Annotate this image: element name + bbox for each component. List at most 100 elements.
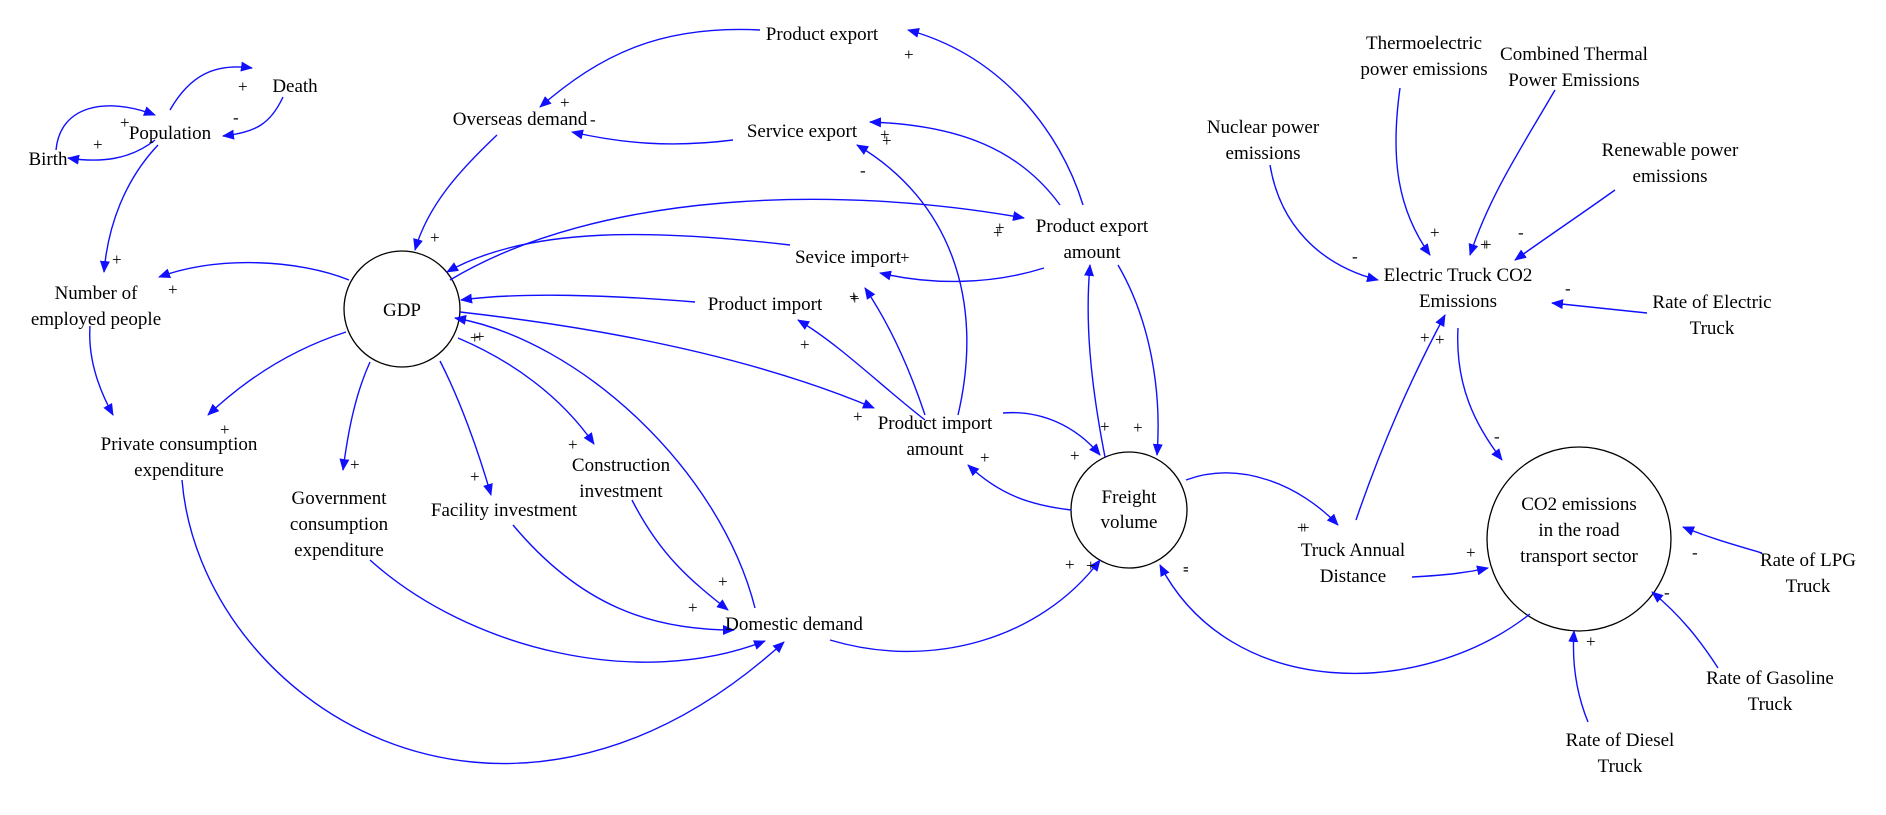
- polarity-sign: +: [1070, 446, 1080, 465]
- polarity-sign: -: [1664, 583, 1670, 602]
- link-nuclear-electric: [1269, 164, 1379, 283]
- link-lpg-co2: [1682, 526, 1763, 554]
- service-import-label[interactable]: Sevice import: [795, 247, 902, 268]
- link-combined-electric: [1468, 89, 1556, 256]
- polarity-sign: +: [718, 572, 728, 591]
- service-export-label[interactable]: Service export: [747, 121, 858, 142]
- population-label[interactable]: Population: [129, 123, 212, 144]
- link-co2-freight: [1159, 564, 1531, 675]
- polarity-sign: +: [238, 77, 248, 96]
- polarity-sign: -: [590, 110, 596, 129]
- link-population-death: [169, 61, 253, 111]
- polarity-sign: +: [880, 125, 890, 144]
- link-arrows: [55, 28, 1763, 765]
- polarity-sign: +: [993, 223, 1003, 242]
- polarity-sign: +: [568, 435, 578, 454]
- polarity-sign: -: [1565, 279, 1571, 298]
- overseas-demand-label[interactable]: Overseas demand: [453, 109, 588, 130]
- polarity-sign: +: [93, 135, 103, 154]
- polarity-sign: +: [112, 250, 122, 269]
- link-freight-truck-distance: [1185, 472, 1339, 526]
- facility-investment-label[interactable]: Facility investment: [431, 500, 578, 521]
- polarity-sign: +: [1586, 632, 1596, 651]
- death-label[interactable]: Death: [272, 76, 318, 97]
- link-gdp-private: [207, 331, 347, 416]
- link-construction-domestic: [631, 499, 729, 611]
- link-export-amount-product-export: [907, 28, 1084, 206]
- polarity-sign: -: [1352, 247, 1358, 266]
- link-death-population: [222, 96, 284, 140]
- link-import-amount-freight: [1002, 411, 1101, 456]
- polarity-sign: +: [1480, 235, 1490, 254]
- polarity-sign: +: [995, 218, 1005, 237]
- polarity-sign: +: [1466, 543, 1476, 562]
- link-import-amount-service-export: [856, 144, 968, 416]
- link-private-domestic: [181, 479, 785, 765]
- link-freight-export-amount: [1084, 264, 1106, 458]
- link-gasoline-co2: [1651, 591, 1719, 669]
- link-product-import-gdp: [460, 293, 696, 304]
- link-facility-domestic: [512, 524, 735, 635]
- co2-road-stock[interactable]: [1486, 446, 1672, 632]
- link-electric-co2: [1457, 327, 1503, 461]
- link-population-birth: [67, 139, 156, 165]
- gdp-stock[interactable]: [343, 250, 461, 368]
- link-truck-distance-electric: [1355, 314, 1446, 521]
- link-thermoelectric-electric: [1395, 87, 1431, 256]
- link-service-import-gdp: [446, 233, 791, 273]
- polarity-signs: + + - + - + + + + + + + + + + + + + + + …: [93, 45, 1698, 651]
- polarity-sign: +: [475, 327, 485, 346]
- link-domestic-gdp: [454, 314, 756, 609]
- freight-volume-stock[interactable]: [1070, 451, 1188, 569]
- polarity-sign: +: [1435, 330, 1445, 349]
- polarity-sign: +: [850, 289, 860, 308]
- polarity-sign: -: [860, 161, 866, 180]
- product-import-label[interactable]: Product import: [708, 294, 823, 315]
- polarity-sign: +: [1065, 555, 1075, 574]
- polarity-sign: +: [470, 467, 480, 486]
- polarity-sign: +: [430, 228, 440, 247]
- link-diesel-co2: [1568, 630, 1589, 723]
- link-gdp-construction: [457, 337, 595, 445]
- polarity-sign: +: [1300, 518, 1310, 537]
- link-rate-electric-electric: [1551, 299, 1648, 314]
- link-freight-import-amount: [967, 464, 1072, 511]
- polarity-sign: +: [800, 335, 810, 354]
- polarity-sign: +: [120, 113, 130, 132]
- link-gdp-product-export-amount: [449, 198, 1025, 281]
- link-truck-distance-co2: [1411, 565, 1489, 578]
- product-export-label[interactable]: Product export: [766, 24, 879, 45]
- polarity-sign: +: [560, 93, 570, 112]
- link-product-export-overseas: [539, 28, 761, 108]
- gdp-label[interactable]: GDP: [383, 300, 421, 321]
- link-export-amount-freight: [1117, 264, 1163, 456]
- link-gdp-government: [339, 361, 371, 471]
- link-export-amount-service-import: [879, 267, 1045, 283]
- link-government-domestic: [369, 559, 766, 663]
- link-import-amount-product-import: [797, 319, 926, 421]
- domestic-demand-label[interactable]: Domestic demand: [725, 614, 863, 635]
- link-domestic-freight: [829, 559, 1101, 653]
- polarity-sign: -: [1183, 557, 1189, 576]
- birth-label[interactable]: Birth: [28, 149, 68, 170]
- link-gdp-product-import-amount: [459, 311, 875, 409]
